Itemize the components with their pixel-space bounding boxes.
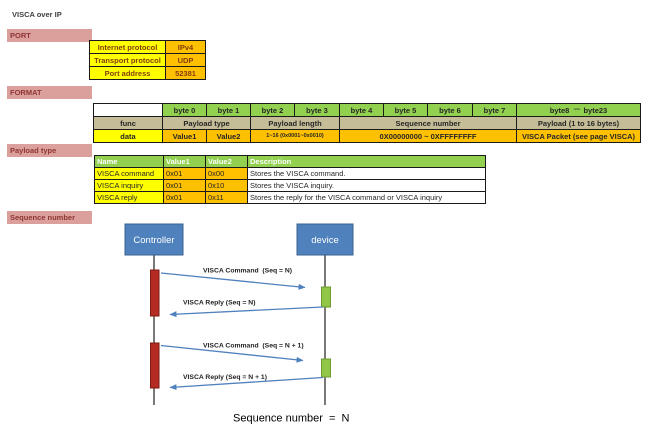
section-label-sequence-number: Sequence number: [7, 211, 92, 224]
section-label-port: PORT: [7, 29, 92, 42]
byte-range-end: byte23: [583, 105, 608, 115]
command-n1-label: VISCA Command (Seq = N + 1): [203, 343, 304, 350]
controller-box: [124, 223, 184, 256]
payload-type-row: VISCA command 0x01 0x00 Stores the VISCA…: [94, 167, 486, 180]
command-n1-arrow: [160, 344, 304, 363]
ptype-name: VISCA command: [94, 167, 164, 180]
byte-header: byte 0: [162, 103, 207, 117]
byte-header: byte 7: [472, 103, 517, 117]
controller-activation-bar-2: [150, 342, 160, 389]
byte-header: byte 3: [294, 103, 340, 117]
device-activation-bar-2: [321, 358, 331, 378]
byte-header: byte 5: [383, 103, 428, 117]
byte-header: byte 2: [250, 103, 295, 117]
reply-n1-label: VISCA Reply (Seq = N + 1): [183, 374, 267, 381]
byte-range-header: byte8 ~~~ byte23: [516, 103, 641, 117]
func-label-cell: func: [93, 116, 163, 130]
device-box: [296, 223, 354, 256]
section-label-format: FORMAT: [7, 86, 92, 99]
byte-header: byte 1: [206, 103, 251, 117]
ptype-value2: 0x10: [205, 179, 248, 192]
payload-type-row: VISCA reply 0x01 0x11 Stores the reply f…: [94, 191, 486, 204]
command-n-label: VISCA Command (Seq = N): [203, 268, 292, 275]
ptype-value1: 0x01: [163, 179, 206, 192]
byte-header: byte 6: [427, 103, 473, 117]
reply-n-arrow: [169, 306, 324, 318]
port-row: Transport protocol UDP: [89, 53, 206, 67]
byte-range-separator: ~~~: [573, 106, 581, 113]
port-value: UDP: [165, 53, 206, 67]
ptype-name: VISCA reply: [94, 191, 164, 204]
format-data-row: data Value1 Value2 1~16 (0x0001~0x0010) …: [93, 129, 641, 143]
payload-type-table: Name Value1 Value2 Description VISCA com…: [94, 155, 486, 204]
device-label: device: [311, 235, 338, 246]
col-header-description: Description: [247, 155, 486, 168]
device-activation-bar-1: [321, 286, 331, 308]
payload-type-row: VISCA inquiry 0x01 0x10 Stores the VISCA…: [94, 179, 486, 192]
port-key: Internet protocol: [89, 40, 166, 54]
length-range-cell: 1~16 (0x0001~0x0010): [250, 129, 340, 143]
byte-range-start: byte8: [549, 105, 570, 115]
controller-label: Controller: [133, 235, 174, 246]
ptype-value2: 0x11: [205, 191, 248, 204]
format-corner-cell: [93, 103, 163, 117]
format-table: byte 0 byte 1 byte 2 byte 3 byte 4 byte …: [93, 103, 641, 143]
port-row: Internet protocol IPv4: [89, 40, 206, 54]
port-table: Internet protocol IPv4 Transport protoco…: [89, 40, 206, 80]
col-header-value1: Value1: [163, 155, 206, 168]
port-row: Port address 52381: [89, 66, 206, 80]
ptype-description: Stores the VISCA command.: [247, 167, 486, 180]
ptype-value1: 0x01: [163, 191, 206, 204]
data-label-cell: data: [93, 129, 163, 143]
page-title: VISCA over IP: [12, 10, 62, 19]
visca-packet-cell: VISCA Packet (see page VISCA): [516, 129, 641, 143]
sequence-number-cell: Sequence number: [339, 116, 517, 130]
payload-cell: Payload (1 to 16 bytes): [516, 116, 641, 130]
payload-length-cell: Payload length: [250, 116, 340, 130]
format-header-row: byte 0 byte 1 byte 2 byte 3 byte 4 byte …: [93, 103, 641, 117]
payload-type-header-row: Name Value1 Value2 Description: [94, 155, 486, 168]
ptype-description: Stores the reply for the VISCA command o…: [247, 191, 486, 204]
controller-activation-bar-1: [150, 269, 160, 317]
reply-n1-arrow: [169, 376, 324, 391]
value1-cell: Value1: [162, 129, 207, 143]
section-label-payload-type: Payload type: [7, 144, 92, 157]
sequence-range-cell: 0X00000000 ~ 0XFFFFFFFF: [339, 129, 517, 143]
reply-n-label: VISCA Reply (Seq = N): [183, 300, 255, 307]
sequence-caption: Sequence number = N: [233, 413, 350, 425]
col-header-name: Name: [94, 155, 164, 168]
command-n-arrow: [160, 272, 306, 290]
format-func-row: func Payload type Payload length Sequenc…: [93, 116, 641, 130]
value2-cell: Value2: [206, 129, 251, 143]
port-value: 52381: [165, 66, 206, 80]
